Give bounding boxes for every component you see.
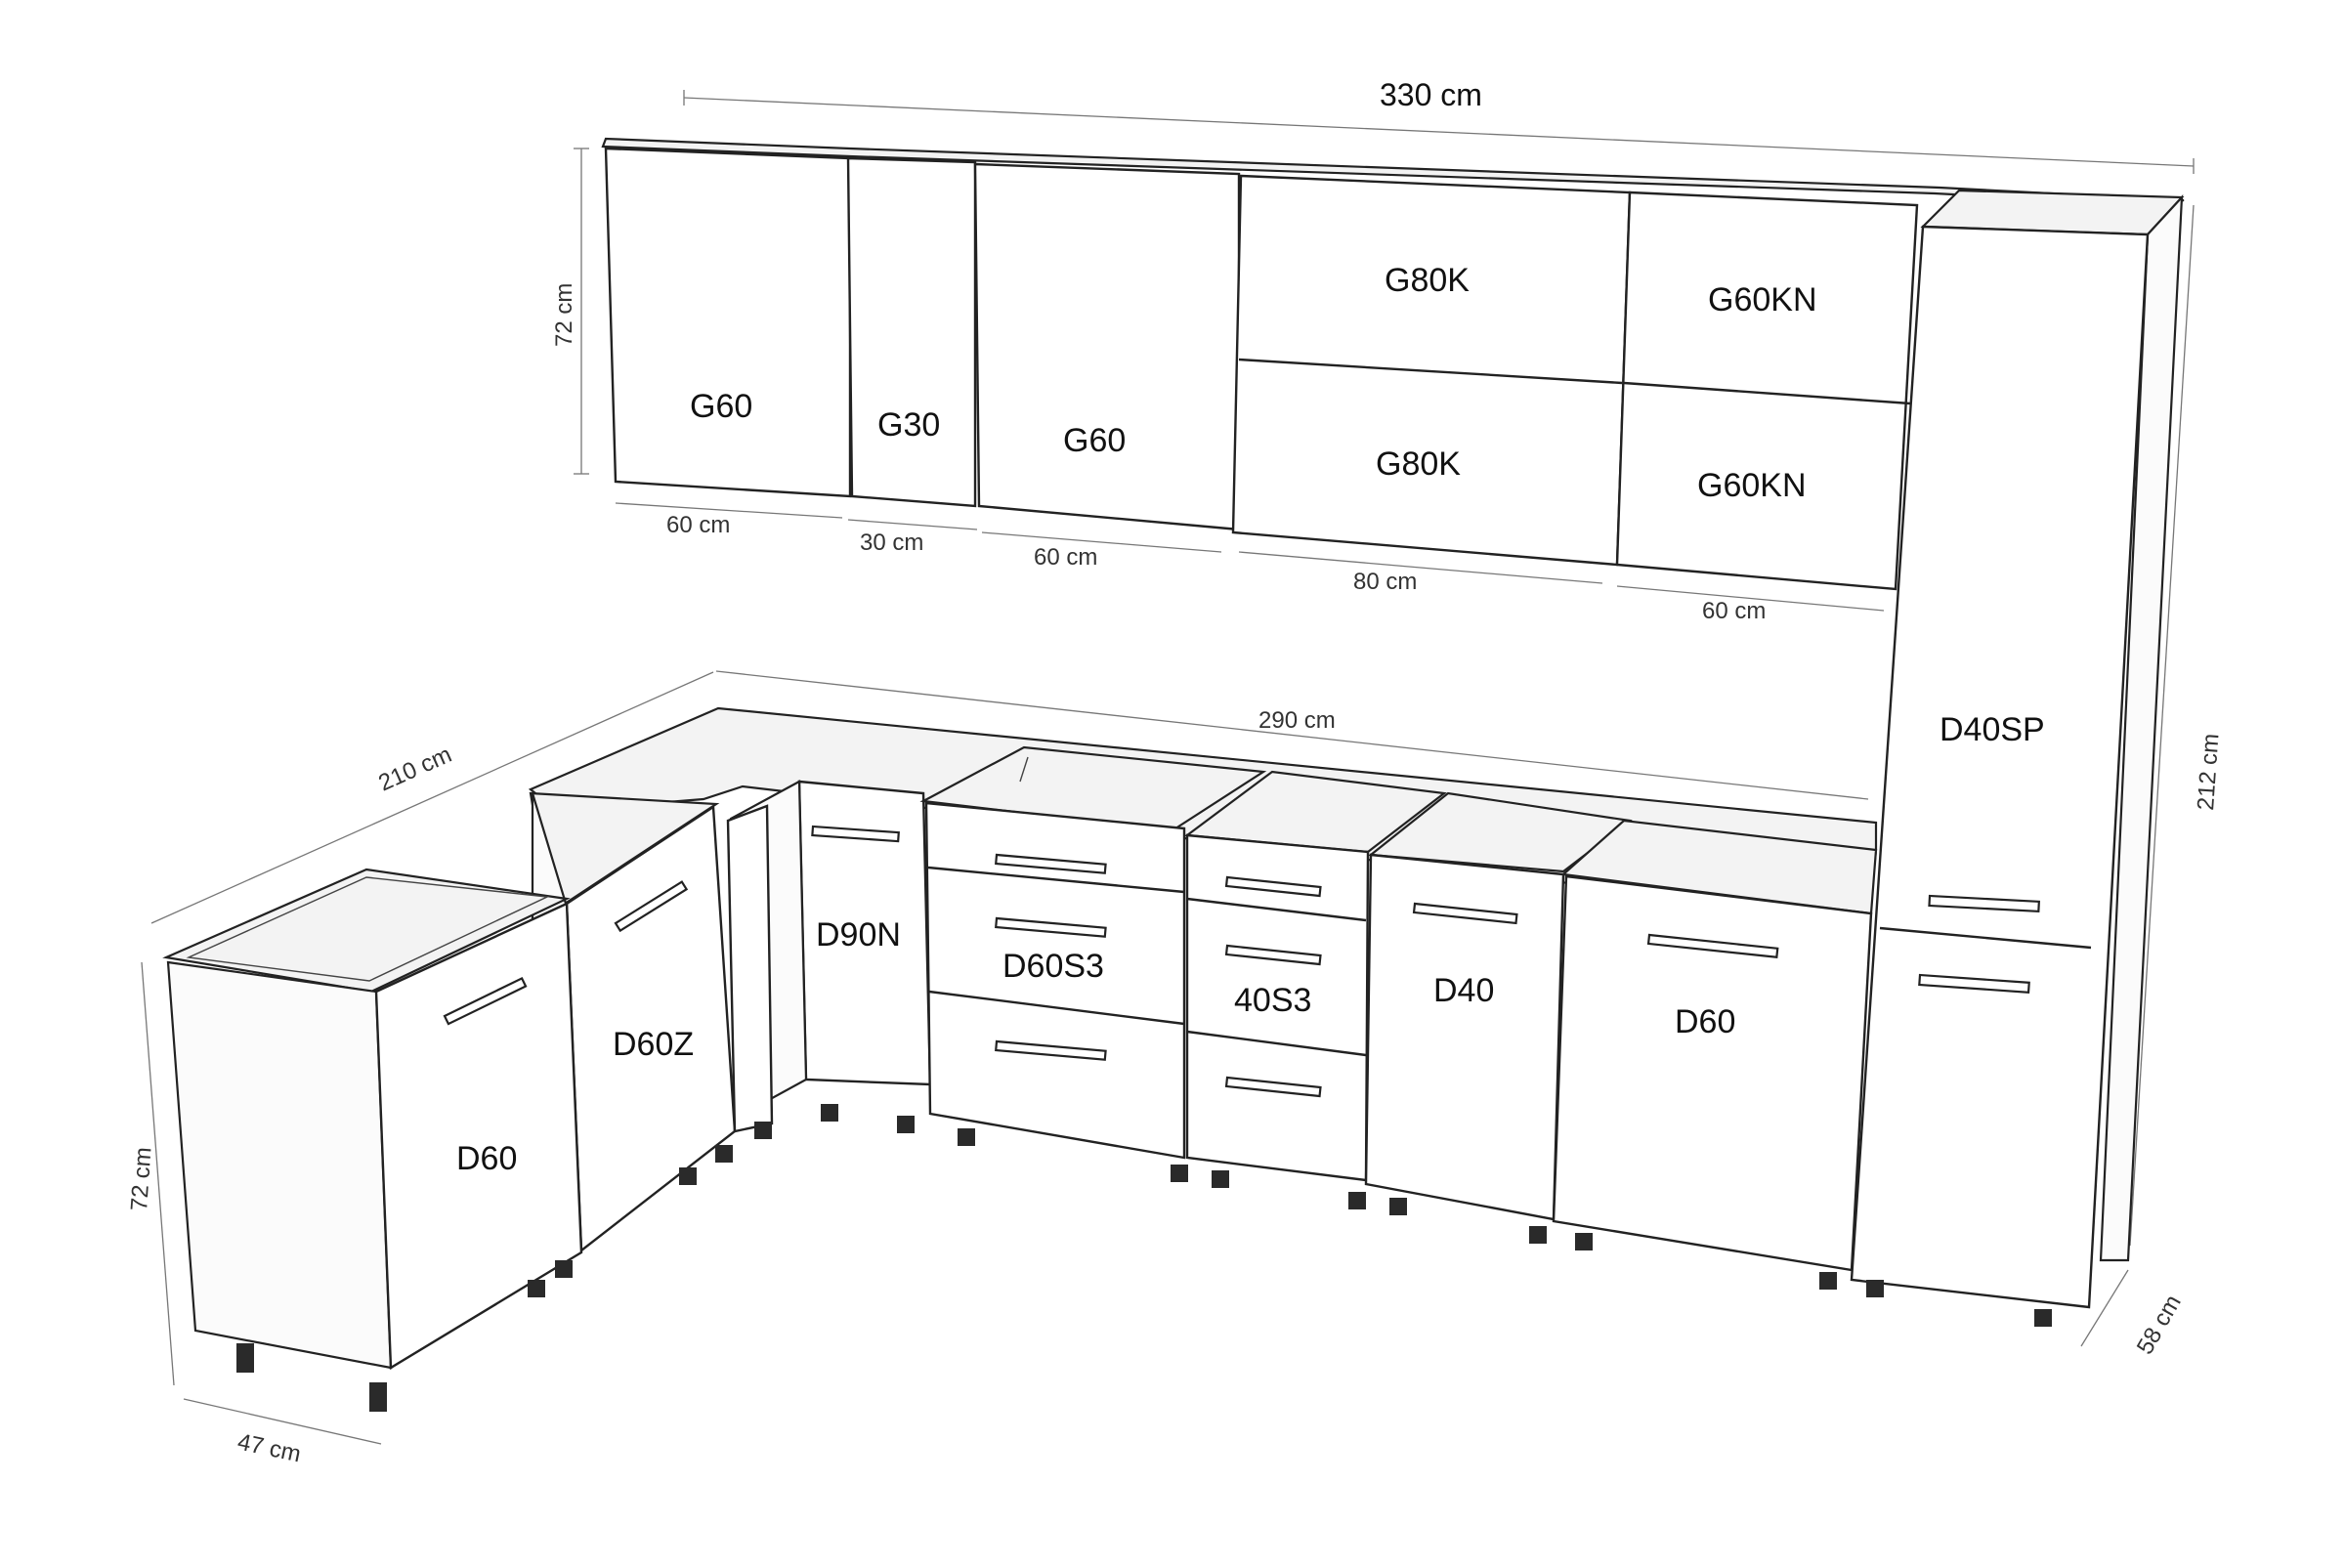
dim-base-height: 72 cm bbox=[126, 1146, 156, 1211]
dim-total-width: 330 cm bbox=[1380, 77, 1482, 112]
base-cabinet-d60-right bbox=[1552, 874, 1873, 1272]
feet bbox=[236, 1104, 2052, 1412]
label-d40: D40 bbox=[1433, 972, 1494, 1009]
label-g80k-lower: G80K bbox=[1376, 445, 1461, 483]
label-g60kn-lower: G60KN bbox=[1697, 467, 1807, 504]
base-cabinet-d60s3 bbox=[924, 801, 1186, 1160]
base-cabinet-d60-left-side bbox=[166, 960, 393, 1370]
wall-cabinet-g60kn bbox=[1615, 191, 1919, 591]
base-cabinets-left bbox=[162, 791, 774, 1371]
dim-left-run: 210 cm bbox=[374, 742, 455, 797]
dim-depth: 58 cm bbox=[2132, 1291, 2187, 1359]
label-g60-a: G60 bbox=[690, 388, 752, 425]
base-cabinet-d60-left bbox=[374, 902, 583, 1371]
tall-handle-lower bbox=[1918, 973, 2030, 994]
dimension-lines bbox=[141, 90, 2195, 1445]
wall-cabinets bbox=[601, 137, 2185, 591]
label-g80k-upper: G80K bbox=[1385, 262, 1470, 299]
dim-wall-width-3: 60 cm bbox=[1034, 544, 1097, 571]
base-cabinets-back bbox=[729, 745, 1878, 1272]
dim-wall-width-5: 60 cm bbox=[1702, 598, 1766, 624]
label-d40sp: D40SP bbox=[1940, 711, 2045, 748]
wall-cabinet-g60-b bbox=[973, 162, 1241, 531]
tall-cabinet bbox=[1850, 189, 2185, 1309]
tall-handle-upper bbox=[1928, 894, 2041, 913]
wall-cabinet-g30 bbox=[846, 156, 977, 508]
label-d60-right: D60 bbox=[1675, 1003, 1735, 1040]
dim-tall-height: 212 cm bbox=[2193, 733, 2224, 811]
label-g60-b: G60 bbox=[1063, 422, 1126, 459]
dim-wall-height: 72 cm bbox=[551, 283, 577, 347]
dim-wall-width-4: 80 cm bbox=[1353, 569, 1417, 595]
dim-left-depth: 47 cm bbox=[235, 1428, 304, 1467]
dim-base-run: 290 cm bbox=[1258, 707, 1336, 734]
label-40s3: 40S3 bbox=[1234, 982, 1311, 1019]
dim-wall-width-2: 30 cm bbox=[860, 530, 923, 556]
label-d90n: D90N bbox=[816, 916, 901, 954]
label-d60z: D60Z bbox=[613, 1026, 694, 1063]
label-g30: G30 bbox=[877, 406, 940, 444]
label-d60-left: D60 bbox=[456, 1140, 517, 1177]
dim-wall-width-1: 60 cm bbox=[666, 512, 730, 538]
tall-cabinet-body bbox=[1850, 225, 2150, 1309]
label-g60kn-upper: G60KN bbox=[1708, 281, 1817, 318]
wall-cabinet-g60-a bbox=[604, 147, 852, 498]
label-d60s3: D60S3 bbox=[1002, 948, 1104, 985]
